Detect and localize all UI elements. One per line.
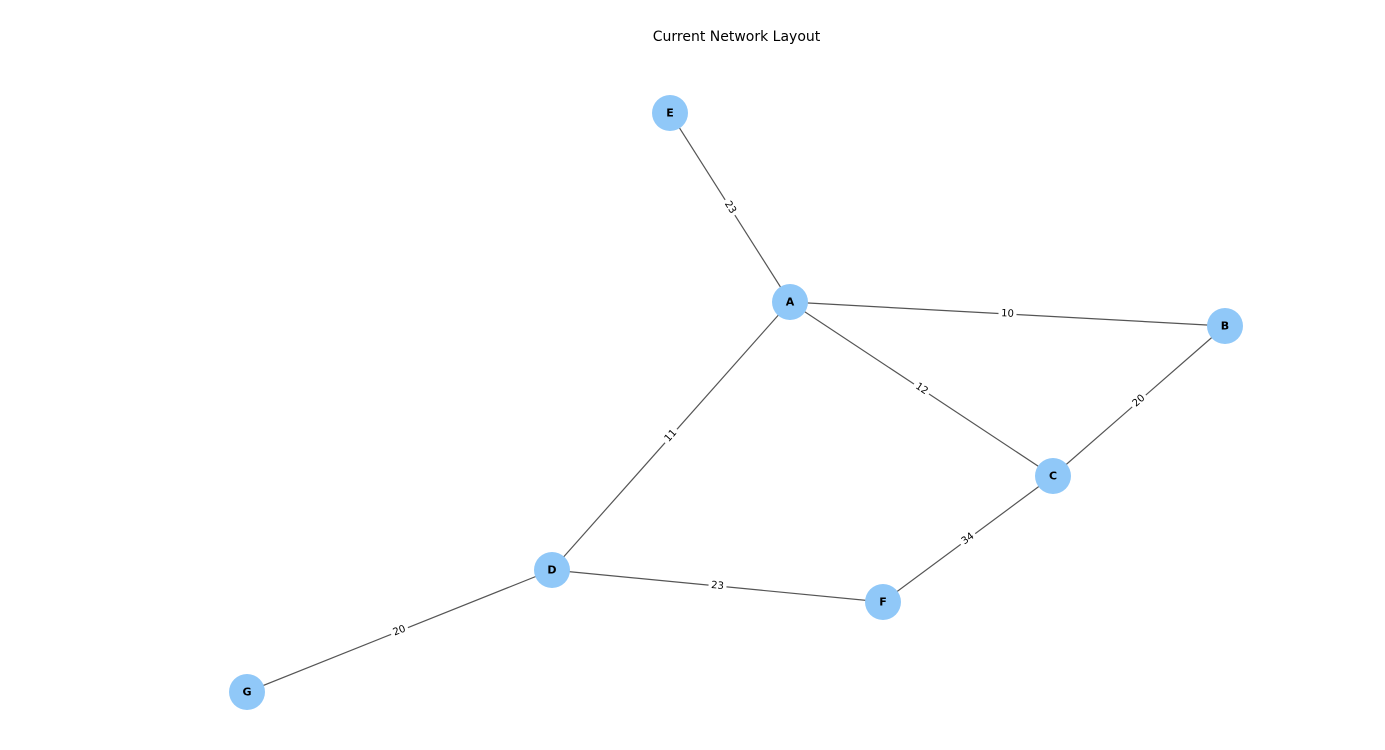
node-f[interactable]: F xyxy=(865,584,901,620)
node-label: A xyxy=(786,296,795,309)
node-label: F xyxy=(879,596,887,609)
node-circle[interactable] xyxy=(1207,308,1243,344)
edge-label-a-d: 11 xyxy=(659,424,683,448)
node-label: E xyxy=(666,107,674,120)
edge-label-d-f: 23 xyxy=(707,578,728,594)
edge-weight-text: 10 xyxy=(1001,308,1014,320)
edge-weight-text: 20 xyxy=(392,624,408,639)
node-c[interactable]: C xyxy=(1035,458,1071,494)
node-circle[interactable] xyxy=(229,674,265,710)
node-b[interactable]: B xyxy=(1207,308,1243,344)
edge-label-d-g: 20 xyxy=(388,621,411,641)
edge-label-c-f: 34 xyxy=(956,528,980,550)
node-circle[interactable] xyxy=(1035,458,1071,494)
edge-label-a-c: 12 xyxy=(910,378,933,400)
node-e[interactable]: E xyxy=(652,95,688,131)
node-circle[interactable] xyxy=(865,584,901,620)
node-a[interactable]: A xyxy=(772,284,808,320)
node-label: G xyxy=(242,686,251,699)
edges-layer xyxy=(246,112,1226,693)
node-label: D xyxy=(547,564,556,577)
node-circle[interactable] xyxy=(534,552,570,588)
edge-label-background xyxy=(956,528,980,550)
diagram-title: Current Network Layout xyxy=(652,29,821,45)
nodes-layer: A B C D E F G xyxy=(229,95,1243,710)
edge-label-background xyxy=(659,424,683,448)
node-d[interactable]: D xyxy=(534,552,570,588)
edge-label-background xyxy=(707,578,728,594)
edge-label-background xyxy=(388,621,411,641)
edge-label-background xyxy=(998,306,1017,322)
edge-weight-text: 23 xyxy=(711,580,725,592)
edge-label-background xyxy=(910,378,933,400)
node-circle[interactable] xyxy=(772,284,808,320)
edge-label-e-a: 23 xyxy=(719,196,741,219)
edge-label-b-c: 20 xyxy=(1127,389,1151,413)
edge-label-a-b: 10 xyxy=(998,306,1017,322)
node-circle[interactable] xyxy=(652,95,688,131)
edge-label-background xyxy=(1127,389,1151,413)
edge-labels-layer: 23 10 12 11 20 34 23 20 xyxy=(388,196,1151,641)
node-label: C xyxy=(1049,470,1057,483)
node-g[interactable]: G xyxy=(229,674,265,710)
node-label: B xyxy=(1221,320,1229,333)
edge-label-background xyxy=(719,196,741,219)
